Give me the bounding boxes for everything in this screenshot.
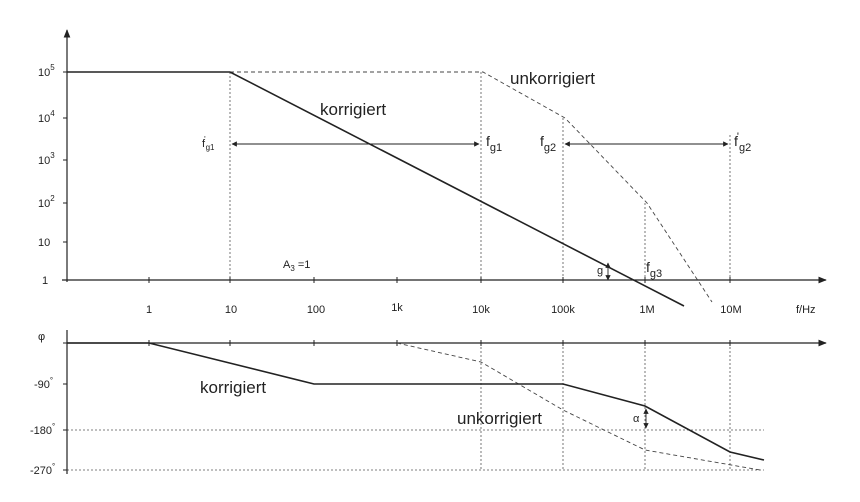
phase-y-tick-label: -180°: [30, 422, 55, 437]
magnitude-y-tick-label: 102: [38, 194, 55, 210]
phase-y-tick-marks: [63, 342, 67, 471]
magnitude-x-tick-label: 10: [225, 304, 237, 316]
magnitude-y-tick-label: 104: [38, 109, 55, 125]
magnitude-y-tick-label: 105: [38, 63, 55, 79]
corrected-magnitude-curve: [67, 71, 685, 307]
fg1-prime-label: f'g1: [202, 135, 215, 152]
phase-y-tick-label: -270°: [30, 462, 55, 477]
uncorrected-magnitude-label: unkorrigiert: [510, 69, 595, 88]
magnitude-x-tick-label: 10k: [472, 304, 490, 316]
magnitude-x-tick-label: 1k: [391, 302, 403, 314]
magnitude-x-tick-label: 1M: [639, 304, 654, 316]
uncorrected-magnitude-curve: [230, 71, 713, 303]
magnitude-x-tick-marks: [148, 277, 731, 283]
fg3-label: fg3: [646, 259, 662, 280]
magnitude-y-tick-label: 103: [38, 151, 55, 167]
gain-margin-label: g: [597, 265, 603, 277]
magnitude-y-tick-marks: [63, 71, 67, 243]
corrected-magnitude-label: korrigiert: [320, 100, 386, 119]
phase-plot: φ -90° -180° -270° korrigiert unkorrigie…: [30, 330, 827, 477]
fg2-label: fg2: [540, 133, 556, 154]
magnitude-x-tick-label: 10M: [720, 304, 741, 316]
phase-margin-label: α: [633, 413, 640, 425]
magnitude-x-axis-label: f/Hz: [796, 304, 816, 316]
uncorrected-phase-label: unkorrigiert: [457, 409, 542, 428]
corrected-phase-label: korrigiert: [200, 378, 266, 397]
magnitude-x-tick-label: 100: [307, 304, 325, 316]
fg1-label: fg1: [486, 133, 502, 154]
phase-y-tick-label: -90°: [34, 376, 53, 391]
corrected-phase-curve: [67, 342, 765, 461]
magnitude-x-tick-label: 1: [146, 304, 152, 316]
phase-y-axis-label: φ: [38, 331, 45, 343]
uncorrected-phase-curve: [396, 342, 761, 471]
fg2-prime-label: f'g2: [734, 131, 751, 154]
magnitude-y-tick-label: 10: [38, 237, 50, 249]
magnitude-x-tick-label: 100k: [551, 304, 575, 316]
magnitude-y-tick-label: 1: [42, 275, 48, 287]
a3-label: A3 =1: [283, 259, 310, 273]
magnitude-plot: 105 104 103 102 10 1 1 10 100 1k 10k 100…: [38, 29, 827, 316]
